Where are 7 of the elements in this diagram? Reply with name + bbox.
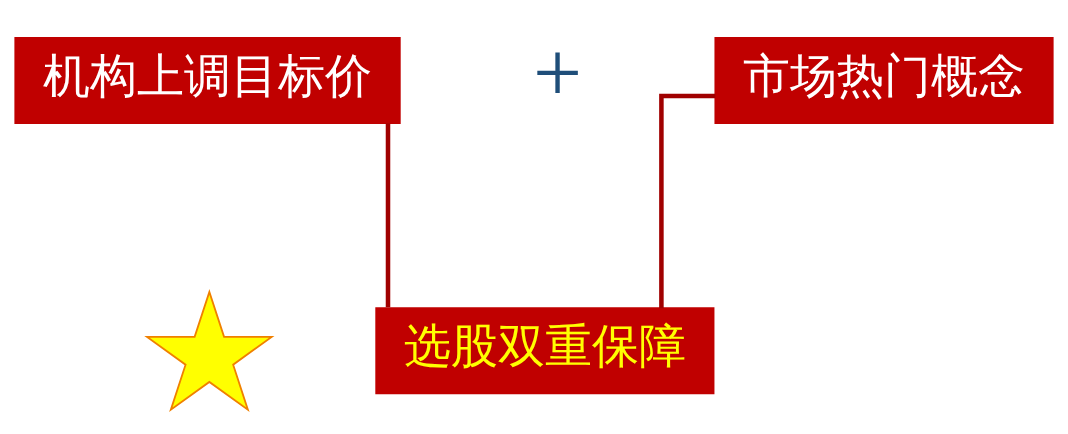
node-box: 选股双重保障 xyxy=(375,306,715,394)
connector xyxy=(385,122,391,307)
connector xyxy=(659,93,716,308)
node-star xyxy=(144,288,275,412)
node-box: 机构上调目标价 xyxy=(14,36,401,124)
label: + xyxy=(533,23,583,121)
node-box: 市场热门概念 xyxy=(714,36,1054,124)
